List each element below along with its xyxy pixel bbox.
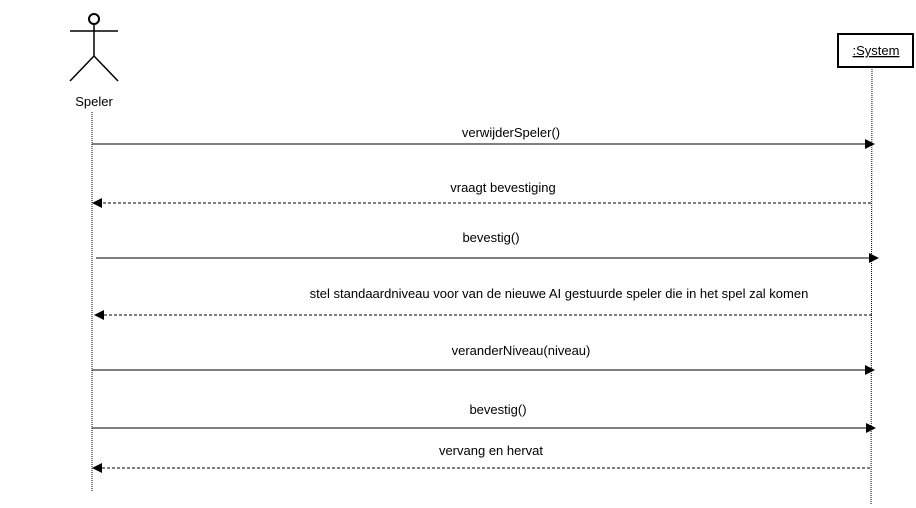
message-label: bevestig() [469, 402, 526, 417]
message-4: stel standaardniveau voor van de nieuwe … [94, 286, 872, 320]
message-2: vraagt bevestiging [92, 180, 871, 208]
message-label: verwijderSpeler() [462, 125, 560, 140]
message-label: vraagt bevestiging [450, 180, 556, 195]
message-label: bevestig() [462, 230, 519, 245]
speler-label: Speler [75, 94, 113, 109]
message-3: bevestig() [96, 230, 879, 263]
actor-head [88, 13, 100, 25]
system-object: :System [837, 33, 914, 68]
system-label: :System [853, 43, 900, 58]
message-label: stel standaardniveau voor van de nieuwe … [310, 286, 809, 301]
message-7: vervang en hervat [92, 443, 870, 473]
system-lifeline [870, 66, 873, 506]
message-5: veranderNiveau(niveau) [92, 343, 875, 375]
message-label: veranderNiveau(niveau) [452, 343, 591, 358]
actor-left-leg [69, 55, 95, 82]
message-6: bevestig() [92, 402, 876, 433]
actor-right-leg [93, 55, 119, 82]
message-1: verwijderSpeler() [92, 125, 875, 149]
message-label: vervang en hervat [439, 443, 543, 458]
system-box [837, 33, 914, 68]
speler-actor: Speler [69, 13, 119, 109]
